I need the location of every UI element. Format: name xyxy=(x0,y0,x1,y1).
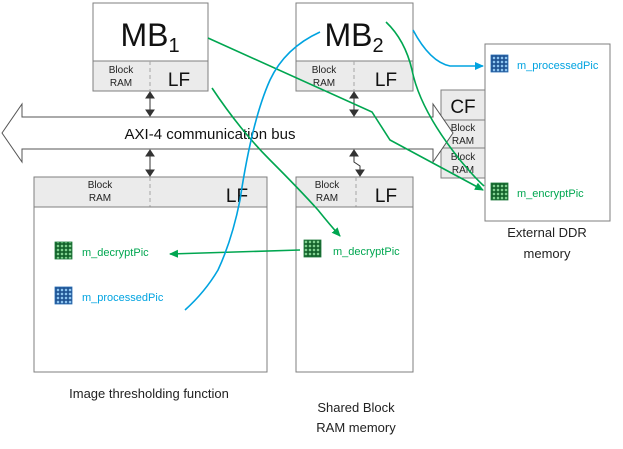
shared-caption-line2: RAM memory xyxy=(316,420,396,435)
cf-header xyxy=(440,89,486,121)
shared-bram-line2: RAM xyxy=(316,193,338,204)
mb2-bram-line1: Block xyxy=(312,65,337,76)
mb1-box xyxy=(92,2,209,62)
mb1-bram-line1: Block xyxy=(109,65,134,76)
shared-bram-line1: Block xyxy=(315,180,340,191)
mb2-box xyxy=(295,2,414,62)
flow-mb2-to-ddr-processed xyxy=(412,29,484,70)
data-flows xyxy=(169,21,485,311)
mb2-label: MB2 xyxy=(324,17,383,57)
encrypt-pic-icon xyxy=(490,182,509,201)
flow-thresholding-to-mb2 xyxy=(184,31,321,311)
shared-bram-memory: Block RAM LF m_decryptPic Shared Block R… xyxy=(295,176,414,435)
cf-label: CF xyxy=(450,97,475,118)
ddr-processed-pic-label: m_processedPic xyxy=(517,60,599,72)
shared-caption-line1: Shared Block xyxy=(317,400,395,415)
cf-bram2-line1: Block xyxy=(451,152,476,163)
shared-body xyxy=(295,206,414,373)
mb2-bram-line2: RAM xyxy=(313,78,335,89)
decrypt-pic-icon xyxy=(54,241,73,260)
shared-header xyxy=(295,176,414,208)
ddr-encrypt-pic-label: m_encryptPic xyxy=(517,188,584,200)
bus-arrow-shape xyxy=(1,102,454,164)
flow-shared-to-thresholding xyxy=(169,249,301,258)
thresholding-body xyxy=(33,206,268,373)
flow-mb1-to-ddr-encrypt xyxy=(207,37,484,191)
thresholding-bram-line1: Block xyxy=(88,180,113,191)
thresholding-function: Block RAM LF m_decryptPic m_processedPic… xyxy=(33,176,268,401)
shared-lf-label: LF xyxy=(375,186,397,207)
cf-bram1-line2: RAM xyxy=(452,136,474,147)
mb1-bus-connector xyxy=(145,91,155,117)
bus-label: AXI-4 communication bus xyxy=(125,126,296,143)
mb1-label: MB1 xyxy=(120,17,179,57)
external-ddr-memory: m_processedPic m_encryptPic External DDR… xyxy=(484,43,611,261)
thresholding-caption: Image thresholding function xyxy=(69,386,229,401)
mb1-bram-line2: RAM xyxy=(110,78,132,89)
microblaze-2: MB2 Block RAM LF xyxy=(295,2,414,92)
shared-decrypt-pic-label: m_decryptPic xyxy=(333,246,400,258)
microblaze-1: MB1 Block RAM LF xyxy=(92,2,209,92)
ddr-caption-line2: memory xyxy=(524,246,571,261)
thresholding-processed-pic-label: m_processedPic xyxy=(82,292,164,304)
shared-bus-connector xyxy=(349,149,365,177)
cf-bram1-line1: Block xyxy=(451,123,476,134)
cf-bram2-line2: RAM xyxy=(452,165,474,176)
flow-mb1-to-shared-decrypt xyxy=(211,87,341,237)
thresholding-decrypt-pic-label: m_decryptPic xyxy=(82,247,149,259)
mb2-lf-label: LF xyxy=(375,70,397,91)
thresholding-bram-line2: RAM xyxy=(89,193,111,204)
thresholding-bus-connector xyxy=(145,149,155,177)
mb1-lf-label: LF xyxy=(168,70,190,91)
ddr-caption-line1: External DDR xyxy=(507,225,586,240)
flow-mb2-to-ddr xyxy=(385,21,485,187)
processed-pic-icon xyxy=(490,54,509,73)
thresholding-lf-label: LF xyxy=(226,186,248,207)
decrypt-pic-icon xyxy=(303,239,322,258)
processed-pic-icon xyxy=(54,286,73,305)
